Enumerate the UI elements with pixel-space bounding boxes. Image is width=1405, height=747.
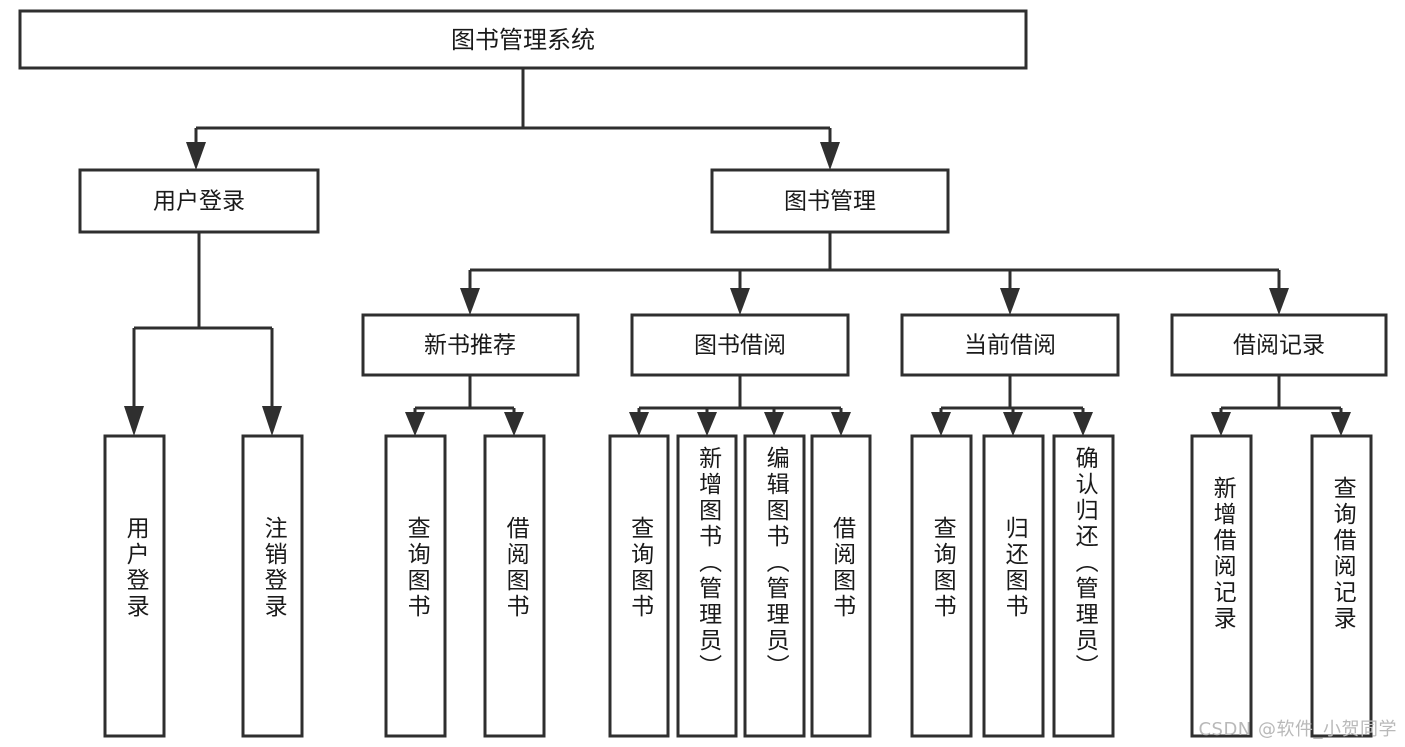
connector-currentborrow-to-leaves — [931, 375, 1093, 436]
leaf-box-query-book-3[interactable] — [910, 434, 973, 738]
leaf-box-logout[interactable] — [241, 434, 304, 738]
leaf-box-confirm-return[interactable] — [1052, 434, 1115, 738]
node-book-borrow-label: 图书借阅 — [694, 333, 786, 359]
connector-userlogin-to-leaves — [124, 232, 282, 436]
leaf-box-return-book[interactable] — [982, 434, 1045, 738]
leaf-box-edit-book[interactable] — [743, 434, 806, 738]
node-book-management-label: 图书管理 — [784, 189, 876, 215]
connector-root-to-level2 — [186, 68, 840, 170]
node-new-book-recommend[interactable]: 新书推荐 — [361, 313, 580, 377]
node-root-system-label: 图书管理系统 — [451, 26, 595, 54]
node-book-management[interactable]: 图书管理 — [710, 168, 950, 234]
node-current-borrow-label: 当前借阅 — [964, 333, 1056, 359]
node-user-login[interactable]: 用户登录 — [78, 168, 320, 234]
leaf-box-query-book-2[interactable] — [608, 434, 670, 738]
node-root-system[interactable]: 图书管理系统 — [18, 9, 1028, 70]
leaf-box-borrow-book-2[interactable] — [810, 434, 872, 738]
leaf-box-add-book[interactable] — [676, 434, 738, 738]
leaf-box-borrow-book-1[interactable] — [483, 434, 546, 738]
leaf-box-user-login[interactable] — [103, 434, 166, 738]
connector-newbook-to-leaves — [405, 375, 524, 436]
node-user-login-label: 用户登录 — [153, 189, 245, 215]
node-current-borrow[interactable]: 当前借阅 — [900, 313, 1120, 377]
leaf-box-query-book-1[interactable] — [384, 434, 447, 738]
node-borrow-record[interactable]: 借阅记录 — [1170, 313, 1388, 377]
node-borrow-record-label: 借阅记录 — [1233, 333, 1325, 359]
leaf-box-add-record[interactable] — [1190, 434, 1253, 738]
connector-bookmgmt-to-level3 — [460, 232, 1289, 315]
node-book-borrow[interactable]: 图书借阅 — [630, 313, 850, 377]
csdn-watermark: CSDN @软件_小贺同学 — [1198, 719, 1397, 740]
connector-borrowrecord-to-leaves — [1211, 375, 1351, 436]
leaf-box-query-record[interactable] — [1310, 434, 1373, 738]
connector-bookborrow-to-leaves — [629, 375, 851, 436]
node-new-book-recommend-label: 新书推荐 — [424, 333, 516, 359]
